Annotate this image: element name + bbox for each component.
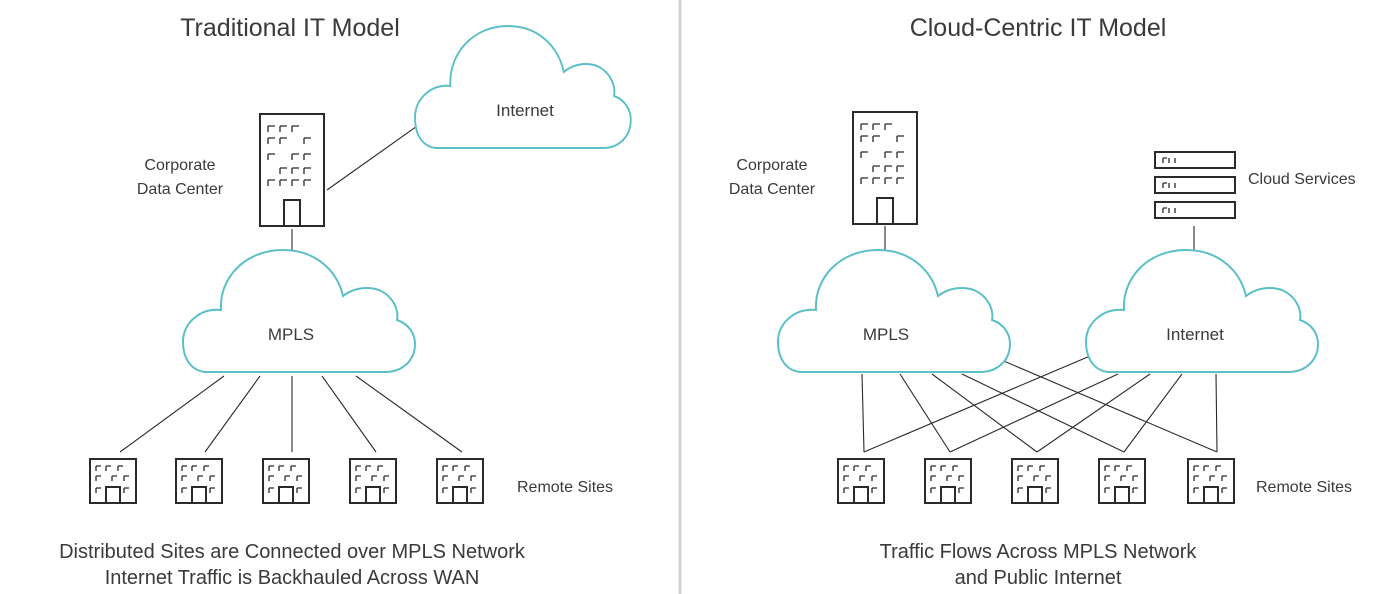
left-title: Traditional IT Model xyxy=(180,14,400,42)
right-remote-site-icon xyxy=(1011,458,1059,504)
right-internet-cloud xyxy=(1085,249,1319,373)
right-remote-site-icon xyxy=(1098,458,1146,504)
left-remote-site-icon xyxy=(349,458,397,504)
left-caption-1: Distributed Sites are Connected over MPL… xyxy=(59,541,526,563)
right-remote-sites xyxy=(837,458,1235,504)
left-internet-cloud xyxy=(414,25,632,149)
right-remote-site-icon xyxy=(1187,458,1235,504)
left-datacenter-building-icon xyxy=(259,113,325,227)
right-remote-sites-label: Remote Sites xyxy=(1256,479,1352,496)
left-remote-site-icon xyxy=(89,458,137,504)
left-internet-label: Internet xyxy=(496,101,554,120)
right-datacenter-label-2: Data Center xyxy=(729,181,816,198)
left-remote-sites-label: Remote Sites xyxy=(517,479,613,496)
right-datacenter-label-1: Corporate xyxy=(736,157,807,174)
right-caption-1: Traffic Flows Across MPLS Network xyxy=(880,541,1198,563)
cloud-services-label: Cloud Services xyxy=(1248,171,1356,188)
right-remote-site-icon xyxy=(924,458,972,504)
right-mpls-cloud xyxy=(777,249,1011,373)
right-title: Cloud-Centric IT Model xyxy=(910,14,1167,42)
left-mpls-label: MPLS xyxy=(268,325,314,344)
left-connections xyxy=(119,123,463,453)
left-datacenter-label-1: Corporate xyxy=(144,157,215,174)
right-mpls-label: MPLS xyxy=(863,325,909,344)
left-caption-2: Internet Traffic is Backhauled Across WA… xyxy=(105,567,480,589)
left-remote-sites xyxy=(89,458,484,504)
right-remote-site-icon xyxy=(837,458,885,504)
server-icon xyxy=(1154,151,1236,219)
left-remote-site-icon xyxy=(175,458,223,504)
right-caption-2: and Public Internet xyxy=(955,567,1122,589)
right-internet-label: Internet xyxy=(1166,325,1224,344)
left-datacenter-label-2: Data Center xyxy=(137,181,224,198)
right-connections xyxy=(861,226,1218,453)
right-datacenter-building-icon xyxy=(852,111,918,225)
left-remote-site-icon xyxy=(436,458,484,504)
left-remote-site-icon xyxy=(262,458,310,504)
left-mpls-cloud xyxy=(182,249,416,373)
